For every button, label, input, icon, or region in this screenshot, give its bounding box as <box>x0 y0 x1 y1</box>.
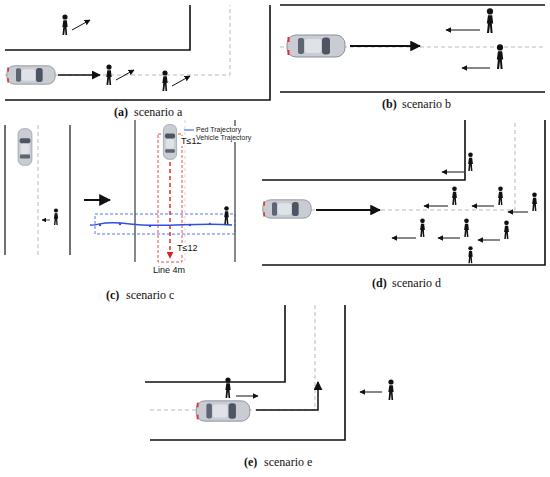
dimension-label: T≤12 <box>176 243 198 253</box>
caption-text: scenario d <box>392 276 441 290</box>
dimension-label: Line 4m <box>152 265 186 275</box>
caption-letter: (a) <box>114 105 128 119</box>
caption-text: scenario e <box>264 455 312 469</box>
caption-text: (c) <box>106 288 119 302</box>
caption-letter: (b) <box>382 97 397 111</box>
caption-text: scenario c <box>126 288 174 302</box>
legend-text: Vehicle Trajectory <box>196 134 251 142</box>
caption-text: (e) <box>244 455 257 469</box>
caption-text: scenario b <box>402 97 451 111</box>
legend-text: Ped Trajectory <box>196 126 241 134</box>
caption-text: scenario a <box>134 105 182 119</box>
caption-text: (d) <box>372 276 387 290</box>
